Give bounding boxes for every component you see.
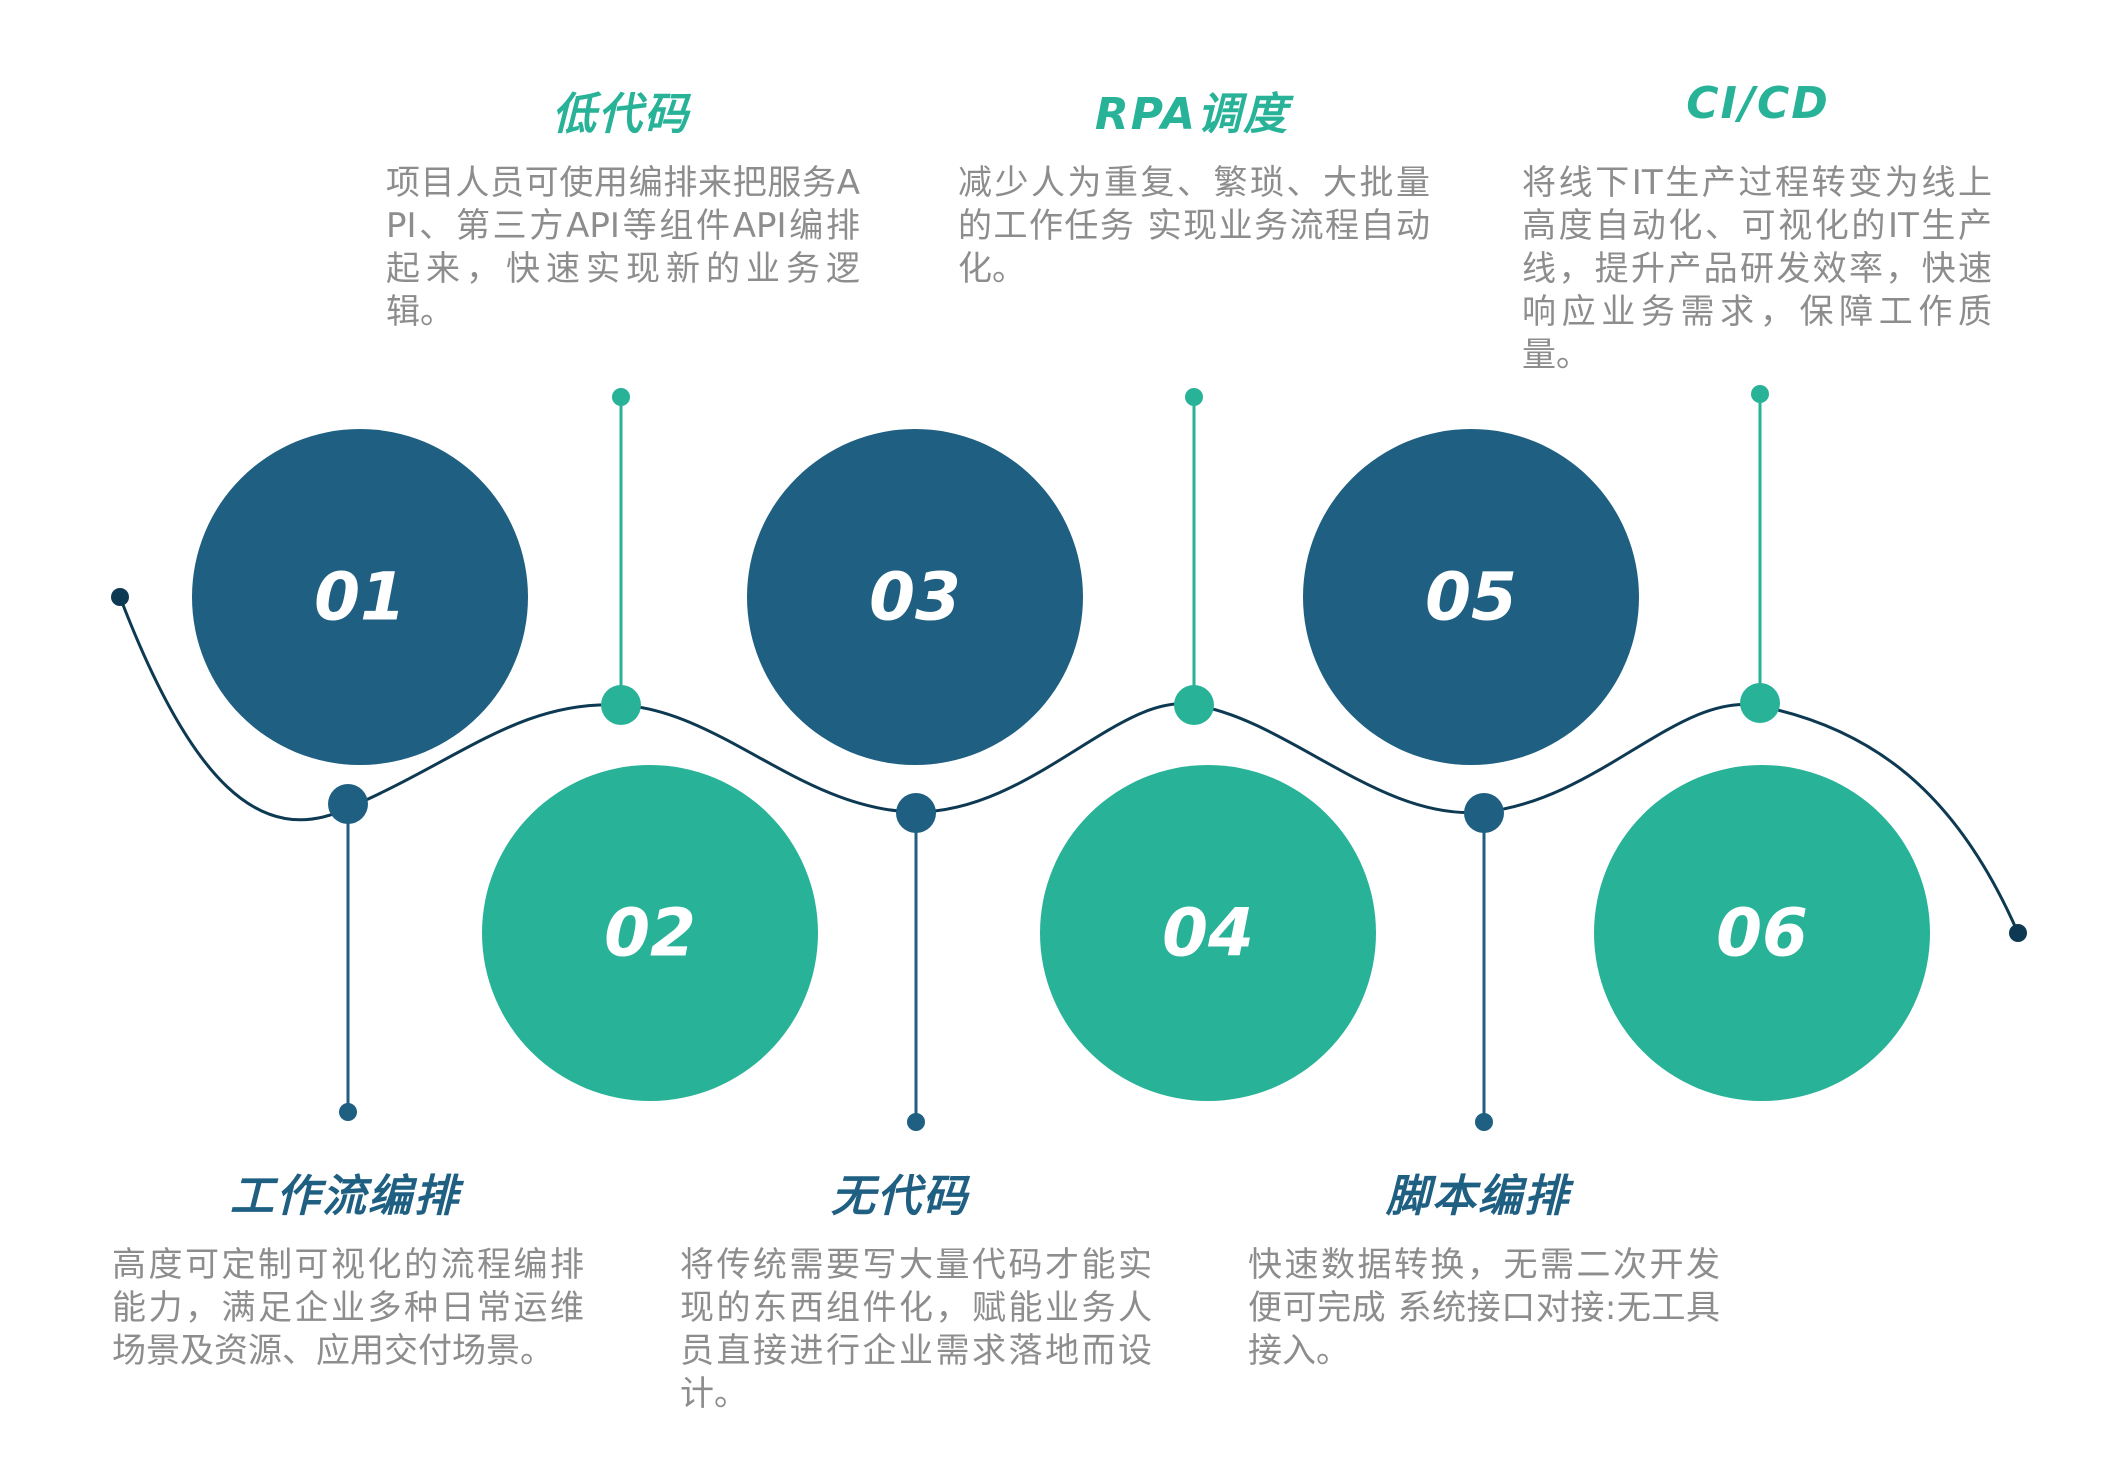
curve-node-01: [328, 784, 368, 824]
curve-node-03: [896, 793, 936, 833]
curve-start-dot: [111, 588, 129, 606]
step-number-01: 01: [314, 559, 406, 636]
step-circle-02: [482, 765, 818, 1101]
connector-end-dot-05: [1475, 1113, 1493, 1131]
connector-end-dot-01: [339, 1103, 357, 1121]
step-number-03: 03: [869, 559, 961, 636]
step-description-02: 项目人员可使用编排来把服务API、第三方API等组件API编排起来，快速实现新的…: [386, 163, 860, 332]
curve-end-dot: [2009, 924, 2027, 942]
connector-end-dot-06: [1751, 385, 1769, 403]
curve-node-02: [601, 685, 641, 725]
connector-end-dot-03: [907, 1113, 925, 1131]
step-title-03: 无代码: [831, 1171, 969, 1222]
step-number-05: 05: [1425, 559, 1517, 636]
connector-end-dot-02: [612, 388, 630, 406]
timeline-curve: [118, 596, 2020, 934]
curve-node-06: [1740, 683, 1780, 723]
step-description-03: 将传统需要写大量代码才能实现的东西组件化，赋能业务人员直接进行企业需求落地而设计…: [680, 1245, 1152, 1414]
step-title-04: RPA调度: [1094, 89, 1290, 140]
step-number-02: 02: [604, 895, 696, 972]
connector-end-dot-04: [1185, 388, 1203, 406]
step-title-06: CI/CD: [1686, 78, 1830, 129]
step-circle-05: [1303, 429, 1639, 765]
curve-node-05: [1464, 793, 1504, 833]
step-number-04: 04: [1162, 895, 1254, 972]
step-circle-01: [192, 429, 528, 765]
step-circle-06: [1594, 765, 1930, 1101]
step-title-02: 低代码: [552, 89, 690, 140]
step-circle-03: [747, 429, 1083, 765]
step-title-01: 工作流编排: [230, 1171, 460, 1222]
step-description-06: 将线下IT生产过程转变为线上高度自动化、可视化的IT生产线，提升产品研发效率，快…: [1522, 163, 1992, 375]
step-description-04: 减少人为重复、繁琐、大批量的工作任务 实现业务流程自动化。: [958, 163, 1430, 289]
step-number-06: 06: [1716, 895, 1808, 972]
step-title-05: 脚本编排: [1386, 1171, 1570, 1222]
curve-node-04: [1174, 685, 1214, 725]
step-description-05: 快速数据转换，无需二次开发便可完成 系统接口对接:无工具接入。: [1248, 1245, 1720, 1371]
step-description-01: 高度可定制可视化的流程编排能力，满足企业多种日常运维场景及资源、应用交付场景。: [112, 1245, 584, 1371]
step-circle-04: [1040, 765, 1376, 1101]
